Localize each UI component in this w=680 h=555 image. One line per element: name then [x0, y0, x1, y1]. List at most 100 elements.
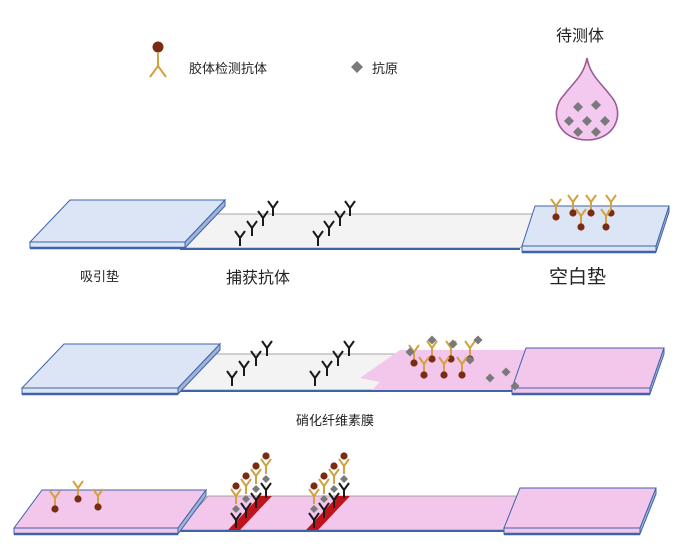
- sample-drop-shape: [555, 57, 619, 141]
- blank-pad-1-side: [655, 205, 670, 253]
- absorbent-pad-1: [28, 198, 227, 250]
- detection-antibody-pad-5-y-arm-left: [575, 208, 582, 217]
- detection-antibody-pad-1-colloid: [552, 213, 560, 221]
- bound-antigen-e1: [232, 505, 240, 513]
- detection-antibody-flow-1: [408, 344, 420, 367]
- capture-antibody-a3-arm-right: [262, 210, 269, 219]
- detection-antibody-pad-5: [575, 208, 587, 231]
- nitrocellulose-label: 硝化纤维素膜: [296, 414, 375, 429]
- detection-antibody-pad-3-y-arm-left: [585, 194, 592, 203]
- bound-detection-e4-arm-right: [265, 458, 272, 467]
- bound-colloid-e4: [262, 452, 270, 460]
- detection-antibody-pad-2-y: [567, 194, 579, 210]
- detection-antibody-flow-6-y-arm-left: [438, 356, 445, 365]
- blank-pad-1: [521, 205, 670, 254]
- detection-antibody-pad-3-y-arm-right: [590, 194, 597, 203]
- detection-antibody-pad-6-y-arm-left: [600, 208, 607, 217]
- detection-antibody-flow-4-y-arm-left: [464, 340, 471, 349]
- capture-antibody-d4-arm-left: [343, 340, 350, 349]
- flow-antigen-8: [510, 381, 520, 391]
- sample-drop: [555, 57, 619, 141]
- bound-antigen-f3: [330, 485, 338, 493]
- capture-antibody-d4-arm-right: [348, 340, 355, 349]
- bound-detection-f2-arm-right: [323, 478, 330, 487]
- capture-antibody-b3: [334, 210, 346, 226]
- detection-antibody-waste-2-y-arm-right: [77, 480, 84, 489]
- capture-antibody-d3-arm-right: [337, 350, 344, 359]
- flow-antigen-6: [485, 373, 495, 383]
- capture-antibody-f2-arm-left: [318, 502, 325, 511]
- detection-antibody-waste-3-y-arm-left: [92, 488, 99, 497]
- detection-antibody-pad-1-y-arm-left: [550, 198, 557, 207]
- bound-detection-e3: [250, 468, 262, 484]
- capture-antibody-c3: [250, 350, 262, 366]
- bound-detection-e2-arm-right: [245, 478, 252, 487]
- absorbent-pad-label: 吸引垫: [80, 270, 120, 285]
- detection-antibody-flow-2: [426, 340, 438, 363]
- blank-pad-2-side: [649, 347, 665, 395]
- detection-antibody-waste-1: [49, 490, 61, 513]
- legend-detection-antibody-label: 胶体检测抗体: [189, 62, 268, 77]
- detection-antibody-pad-2-colloid: [569, 209, 577, 217]
- bound-detection-e2: [240, 478, 252, 494]
- bound-antigen-e4: [262, 475, 270, 483]
- detection-antibody-waste-1-y: [49, 490, 61, 506]
- capture-antibody-b4-arm-left: [344, 200, 351, 209]
- capture-antibody-b1-arm-left: [312, 230, 319, 239]
- capture-antibody-e1-arm-right: [235, 512, 242, 521]
- detection-antibody-pad-6-y-arm-right: [605, 208, 612, 217]
- capture-antibody-d2-arm-right: [326, 360, 333, 369]
- sample-antigen-7: [591, 127, 601, 137]
- absorbent-pad-3-side: [177, 488, 207, 536]
- capture-antibody-d1-arm-right: [314, 370, 321, 379]
- capture-antibody-b2: [323, 220, 335, 236]
- capture-antibody-e1-arm-left: [230, 512, 237, 521]
- strip-result: [13, 452, 657, 536]
- bound-detection-e4-arm-left: [260, 458, 267, 467]
- detection-antibody-pad-6-y: [600, 208, 612, 224]
- detection-antibody-pad-5-y-arm-right: [580, 208, 587, 217]
- detection-antibody-waste-3-y-arm-right: [97, 488, 104, 497]
- capture-antibody-c2-arm-right: [243, 360, 250, 369]
- capture-antibody-b4: [344, 200, 356, 216]
- legend-antibody-arm-right: [157, 65, 167, 78]
- capture-antibody-c4-arm-left: [261, 340, 268, 349]
- bound-detection-e1-arm-right: [235, 488, 242, 497]
- legend-antigen-diamond: [351, 61, 363, 73]
- detection-antibody-waste-2-y: [72, 480, 84, 496]
- bound-detection-e4: [260, 458, 272, 474]
- bound-detection-e2-arm-left: [240, 478, 247, 487]
- detection-antibody-flow-5-y-arm-right: [423, 356, 430, 365]
- legend: [149, 41, 363, 78]
- detection-antibody-pad-1-y: [550, 198, 562, 214]
- detection-antibody-pad-5-y: [575, 208, 587, 224]
- capture-antibody-e3-arm-left: [250, 492, 257, 501]
- detection-antibody-waste-1-colloid: [51, 505, 59, 513]
- capture-antibody-a4: [267, 200, 279, 216]
- capture-antibody-label: 捕获抗体: [226, 268, 291, 287]
- detection-antibody-pad-2: [567, 194, 579, 217]
- flow-antigen-4: [473, 335, 483, 345]
- sample-antigen-1: [573, 102, 583, 112]
- capture-antibody-f3-arm-right: [333, 492, 340, 501]
- capture-antibody-a4-arm-right: [272, 200, 279, 209]
- flow-antigen-5: [465, 355, 475, 365]
- detection-antibody-flow-7-y: [456, 356, 468, 372]
- absorbent-pad-1-side: [184, 198, 226, 250]
- capture-antibody-b2-arm-right: [328, 220, 335, 229]
- capture-antibody-f3: [328, 492, 340, 508]
- capture-antibody-b1: [312, 230, 324, 246]
- absorbent-pad-3-top: [13, 489, 207, 529]
- capture-antibody-e3: [250, 492, 262, 508]
- detection-antibody-flow-2-colloid: [428, 355, 436, 363]
- detection-antibody-pad-2-y-arm-right: [572, 194, 579, 203]
- blank-pad-1-top: [521, 205, 670, 247]
- detection-antibody-flow-5-y-arm-left: [418, 356, 425, 365]
- bound-antigen-f4: [340, 475, 348, 483]
- flow-antigen-7: [501, 367, 511, 377]
- bound-colloid-f2: [320, 472, 328, 480]
- bound-detection-f3-arm-left: [328, 468, 335, 477]
- membrane-1: [179, 213, 556, 249]
- capture-antibody-c1: [226, 370, 238, 386]
